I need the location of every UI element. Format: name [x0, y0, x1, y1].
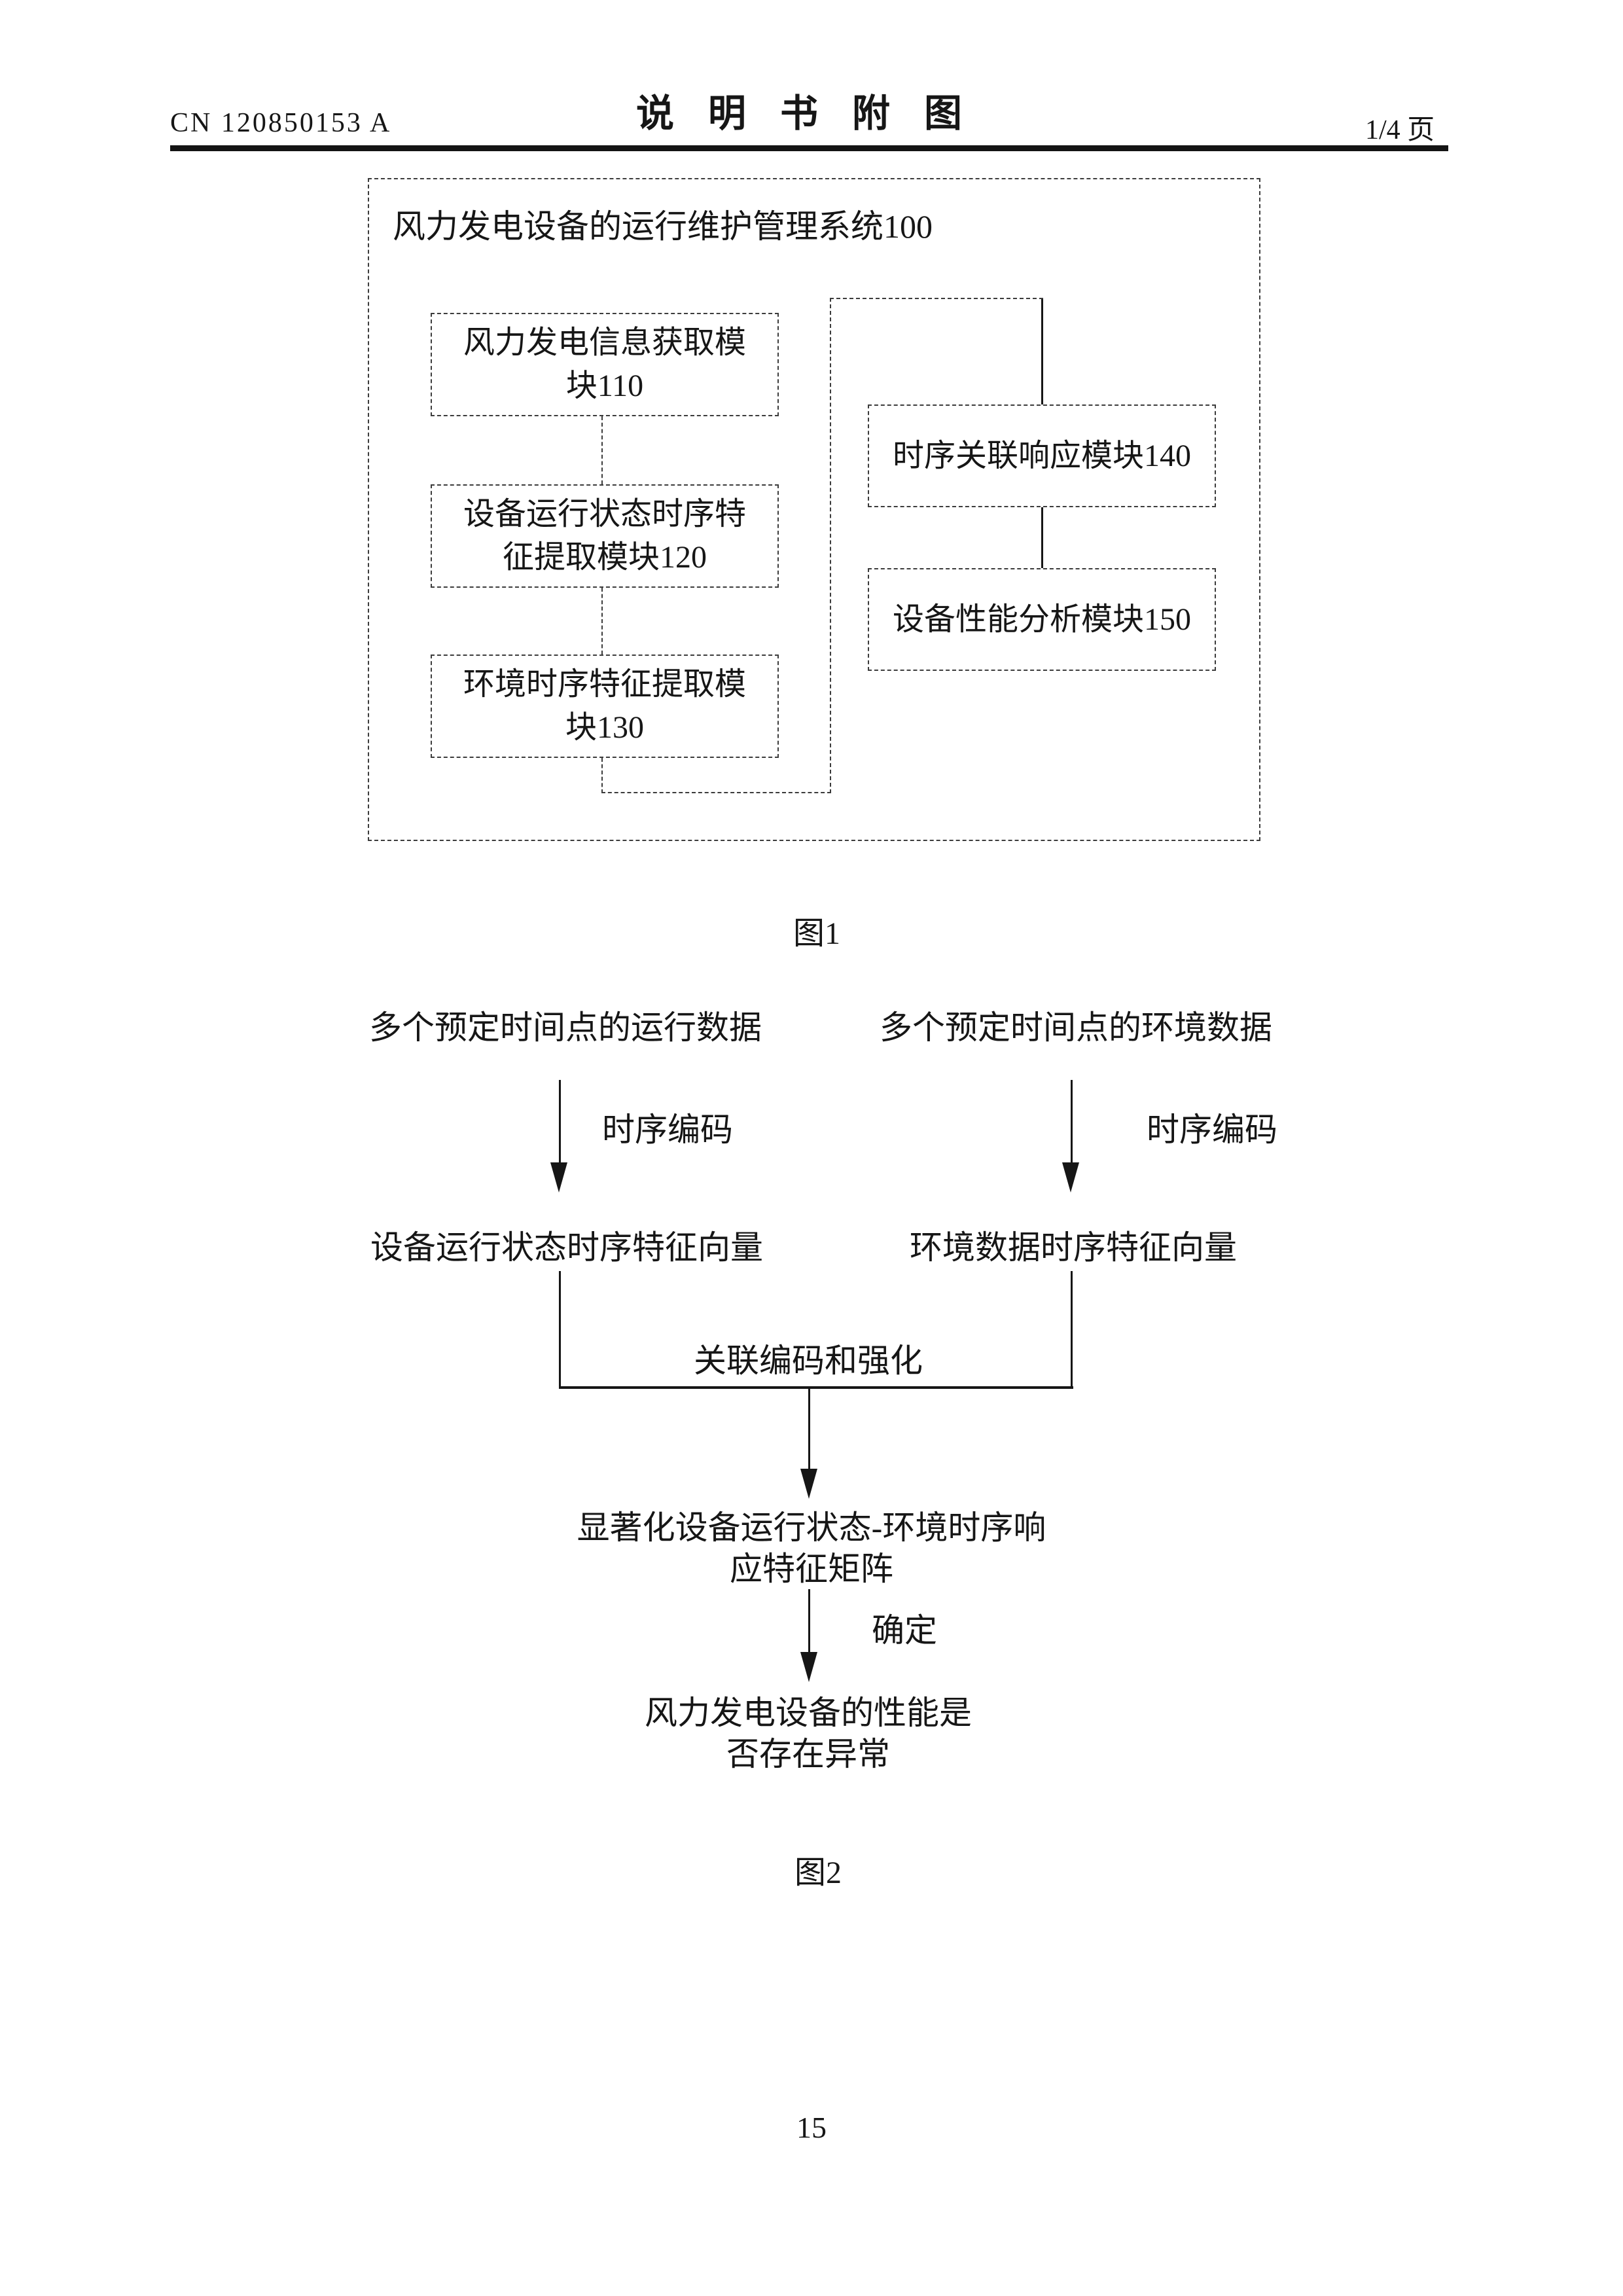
module-box-110: 风力发电信息获取模 块110 — [431, 313, 779, 416]
system-outer-box — [368, 178, 1260, 841]
figure2-caption: 图2 — [794, 1856, 842, 1890]
arrow-right-line — [1071, 1080, 1073, 1164]
sheet-page-indicator: 1/4 页 — [1365, 115, 1435, 145]
arrow-center-line — [808, 1389, 810, 1470]
bracket-vertical-line — [830, 298, 831, 793]
timing-encode-label-right: 时序编码 — [1147, 1111, 1277, 1148]
merge-line-left — [559, 1271, 561, 1388]
module-130-label-line1: 环境时序特征提取模 — [463, 667, 746, 702]
determine-label: 确定 — [872, 1612, 937, 1649]
module-110-label-line2: 块110 — [565, 368, 644, 403]
operating-data-label: 多个预定时间点的运行数据 — [369, 1009, 762, 1046]
environment-vector-label: 环境数据时序特征向量 — [910, 1229, 1237, 1266]
module-box-140: 时序关联响应模块140 — [868, 404, 1216, 507]
arrow-center-head — [800, 1469, 817, 1499]
module-150-label: 设备性能分析模块150 — [892, 601, 1191, 637]
arrow-left-head — [550, 1162, 567, 1193]
module-120-label-line2: 征提取模块120 — [502, 540, 707, 575]
connector-120-130 — [601, 588, 603, 655]
page-header-title: 说明书附图 — [636, 92, 997, 135]
matrix-label-line1: 显著化设备运行状态-环境时序响 — [577, 1509, 1046, 1546]
connector-bracket-to-140 — [1041, 299, 1043, 404]
operating-vector-label: 设备运行状态时序特征向量 — [370, 1229, 763, 1266]
arrow-determine-line — [808, 1589, 810, 1653]
module-120-label-line1: 设备运行状态时序特 — [463, 497, 746, 531]
module-box-120: 设备运行状态时序特 征提取模块120 — [431, 484, 779, 588]
module-110-label-line1: 风力发电信息获取模 — [463, 325, 746, 360]
page-number: 15 — [796, 2111, 827, 2144]
arrow-right-head — [1062, 1162, 1079, 1193]
system-box-title: 风力发电设备的运行维护管理系统100 — [393, 208, 933, 245]
connector-130-down — [601, 758, 603, 793]
bracket-top-horizontal — [830, 298, 1043, 299]
arrow-left-line — [559, 1080, 561, 1164]
merge-line-horizontal — [559, 1386, 1073, 1389]
module-box-150: 设备性能分析模块150 — [868, 568, 1216, 671]
figure1-caption: 图1 — [793, 916, 840, 951]
connector-bottom-horizontal — [601, 792, 831, 793]
connector-110-120 — [601, 416, 603, 484]
module-box-130: 环境时序特征提取模 块130 — [431, 655, 779, 758]
merge-line-right — [1071, 1271, 1073, 1388]
result-label-line2: 否存在异常 — [726, 1736, 890, 1772]
connector-140-150 — [1041, 507, 1043, 568]
header-divider-rule — [170, 145, 1448, 151]
association-encode-label: 关联编码和强化 — [694, 1342, 923, 1379]
matrix-label-line2: 应特征矩阵 — [730, 1551, 893, 1587]
timing-encode-label-left: 时序编码 — [602, 1111, 733, 1148]
environment-data-label: 多个预定时间点的环境数据 — [880, 1009, 1272, 1046]
module-130-label-line2: 块130 — [565, 710, 644, 745]
module-140-label: 时序关联响应模块140 — [892, 438, 1191, 473]
document-number: CN 120850153 A — [170, 108, 392, 138]
result-label-line1: 风力发电设备的性能是 — [645, 1695, 972, 1731]
arrow-determine-head — [800, 1652, 817, 1682]
